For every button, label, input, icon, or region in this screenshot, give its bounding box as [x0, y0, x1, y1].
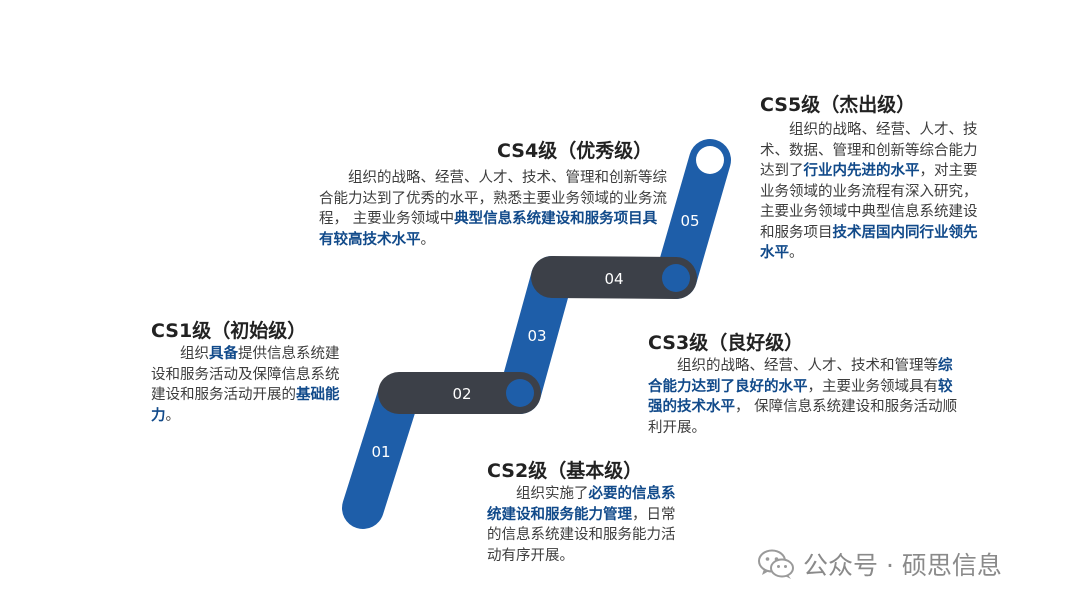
description-text: ， 保障信息系统建设和服务活动顺利开展。 [648, 399, 958, 436]
cs2-title: CS2级（基本级） [487, 460, 643, 482]
step-04-bar [531, 256, 697, 299]
cs1-title: CS1级（初始级） [151, 320, 307, 342]
step-label-05: 05 [680, 212, 699, 230]
step-05-ring [696, 146, 724, 174]
highlighted-text: 必要的信息系统建设和服务能力管理 [487, 486, 676, 523]
cs4-description: 组织的战略、经营、人才、技术、管理和创新等综合能力达到了优秀的水平，熟悉主要业务… [319, 168, 671, 250]
description-text: 。 [165, 407, 181, 424]
cs3-title: CS3级（良好级） [648, 332, 804, 354]
cs2-description: 组织实施了必要的信息系统建设和服务能力管理，日常的信息系统建设和服务能力活动有序… [487, 484, 687, 566]
step-label-01: 01 [371, 443, 390, 461]
step-label-02: 02 [452, 385, 471, 403]
description-text: ，对主要业务领域的业务流程有深入研究，主要业务领域中典型信息系统建设和服务项目 [760, 163, 978, 241]
description-text: 组织实施了 [516, 486, 589, 502]
description-text: 。 [420, 231, 436, 248]
description-text: ，主要业务领域具有 [807, 378, 939, 395]
description-text: 组织 [180, 346, 209, 362]
wechat-icon [758, 549, 794, 579]
highlighted-text: 综合能力达到了良好的水平 [648, 358, 953, 395]
highlighted-text: 基础能力 [151, 387, 340, 424]
step-02-bar [378, 372, 541, 414]
description-text: 提供信息系统建设和服务活动及保障信息系统建设和服务活动开展的 [151, 346, 340, 403]
highlighted-text: 具备 [209, 346, 238, 362]
description-text: ，日常的信息系统建设和服务能力活动有序开展。 [487, 506, 676, 564]
highlighted-text: 较强的技术水平 [648, 378, 953, 416]
watermark: 公众号 · 硕思信息 [757, 546, 1002, 582]
cs4-title: CS4级（优秀级） [497, 140, 653, 162]
cs1-description: 组织具备提供信息系统建设和服务活动及保障信息系统建设和服务活动开展的基础能力。 [151, 344, 347, 426]
step-04-right-knob [662, 264, 690, 292]
highlighted-text: 行业内先进的水平 [803, 163, 920, 179]
description-text: 组织的战略、经营、人才、技术和管理等 [677, 358, 938, 374]
step-label-03: 03 [527, 327, 546, 345]
watermark-text: 公众号 · 硕思信息 [803, 551, 1002, 580]
cs5-description: 组织的战略、经营、人才、技术、数据、管理和创新等综合能力达到了行业内先进的水平，… [760, 120, 984, 264]
description-text: 。 [789, 245, 804, 261]
cs3-description: 组织的战略、经营、人才、技术和管理等综合能力达到了良好的水平，主要业务领域具有较… [648, 356, 960, 438]
description-text: 组织的战略、经营、人才、技术、管理和创新等综合能力达到了优秀的水平，熟悉主要业务… [319, 170, 667, 227]
highlighted-text: 技术居国内同行业领先水平 [760, 224, 978, 262]
step-02-right-knob [506, 379, 534, 407]
step-04-left-knob [539, 264, 565, 290]
step-label-04: 04 [604, 270, 623, 288]
step-02-left-knob [386, 380, 412, 406]
cs5-title: CS5级（杰出级） [760, 94, 916, 116]
highlighted-text: 典型信息系统建设和服务项目具有较高技术水平 [319, 211, 658, 248]
description-text: 组织的战略、经营、人才、技术、数据、管理和创新等综合能力达到了 [760, 122, 978, 179]
